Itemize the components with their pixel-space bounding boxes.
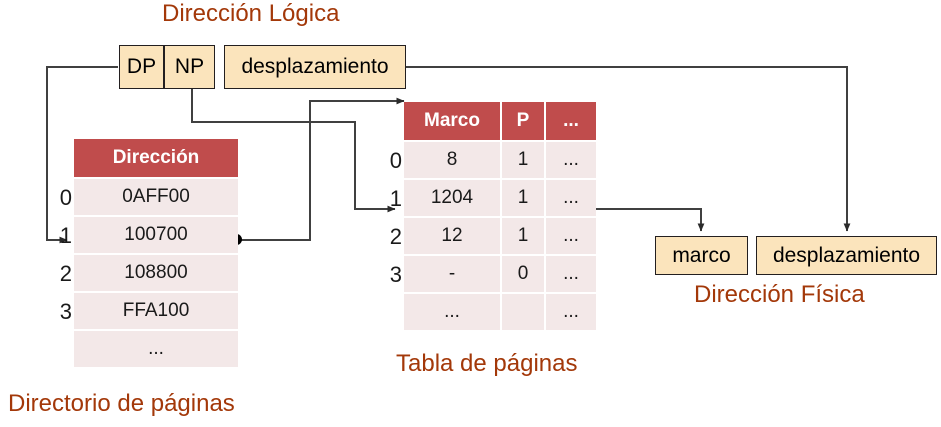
- table-cell: 100700: [124, 224, 188, 245]
- page-title-logical-address: Dirección Lógica: [162, 0, 340, 27]
- table-cell: 1: [500, 218, 544, 254]
- table-cell: 1: [500, 180, 544, 216]
- table-cell: ...: [444, 301, 460, 322]
- table-row[interactable]: 12 1...: [404, 218, 596, 254]
- table-cell: ...: [544, 294, 596, 330]
- table-cell: ...: [544, 142, 596, 178]
- table-row[interactable]: 8 1...: [404, 142, 596, 178]
- table-row[interactable]: FFA100: [74, 293, 238, 329]
- table-row[interactable]: ...: [74, 331, 238, 367]
- logical-field-dp-label: DP: [126, 55, 157, 78]
- row-index-label: 1: [59, 223, 72, 248]
- logical-field-np-label: NP: [174, 55, 205, 78]
- page-table-header-row: Marco P ...: [404, 102, 596, 140]
- wire-directory-entry-to-pagetable: [237, 97, 405, 241]
- table-cell: 0: [500, 256, 544, 292]
- row-index-label: 1: [389, 186, 402, 211]
- page-table-header-p: P: [500, 102, 544, 140]
- table-cell: 1204: [430, 187, 474, 208]
- table-cell: ...: [148, 338, 164, 359]
- table-cell: [500, 294, 544, 330]
- table-cell: 12: [441, 225, 463, 246]
- label-page-table: Tabla de páginas: [396, 350, 578, 377]
- table-cell: 0AFF00: [122, 186, 190, 207]
- wire-np-to-pagetable-row: [191, 82, 396, 213]
- table-cell: 8: [446, 149, 458, 170]
- page-directory-header-direccion: Dirección: [112, 147, 200, 168]
- logical-field-dp[interactable]: DP: [119, 45, 164, 89]
- table-cell: -: [448, 263, 456, 284]
- logical-field-np[interactable]: NP: [164, 45, 215, 89]
- table-row[interactable]: 108800: [74, 255, 238, 291]
- physical-field-frame[interactable]: marco: [655, 236, 748, 275]
- page-directory-header-row: Dirección: [74, 139, 238, 177]
- physical-field-frame-label: marco: [672, 243, 731, 267]
- wire-offset-to-physical-offset: [406, 66, 851, 232]
- table-cell: ...: [544, 256, 596, 292]
- physical-field-offset[interactable]: desplazamiento: [756, 236, 937, 275]
- table-cell: FFA100: [122, 300, 190, 321]
- table-row[interactable]: 1204 1...: [404, 180, 596, 216]
- page-table-header-more: ...: [544, 102, 596, 140]
- row-index-label: 0: [59, 185, 72, 210]
- row-index-label: 2: [59, 261, 72, 286]
- table-row[interactable]: ......: [404, 294, 596, 330]
- table-cell: ...: [544, 180, 596, 216]
- row-index-label: 0: [389, 148, 402, 173]
- row-index-label: 2: [389, 224, 402, 249]
- wire-dp-to-directory: [46, 66, 118, 244]
- row-index-label: 3: [59, 299, 72, 324]
- page-table: Marco P ... 8 1... 1204 1... 12 1... - 0.......…: [404, 102, 596, 330]
- table-row[interactable]: 0AFF00: [74, 179, 238, 215]
- physical-field-offset-label: desplazamiento: [772, 243, 921, 267]
- table-row[interactable]: 100700: [74, 217, 238, 253]
- table-cell: 108800: [124, 262, 188, 283]
- label-page-directory: Directorio de páginas: [8, 390, 235, 417]
- table-cell: 1: [500, 142, 544, 178]
- table-cell: ...: [544, 218, 596, 254]
- logical-field-offset-label: desplazamiento: [241, 55, 389, 78]
- label-physical-address: Dirección Física: [694, 281, 865, 308]
- table-row[interactable]: - 0...: [404, 256, 596, 292]
- page-table-body: 8 1... 1204 1... 12 1... - 0.........: [404, 142, 596, 330]
- page-table-header-marco: Marco: [424, 110, 480, 131]
- row-index-label: 3: [389, 262, 402, 287]
- logical-field-offset[interactable]: desplazamiento: [224, 45, 406, 89]
